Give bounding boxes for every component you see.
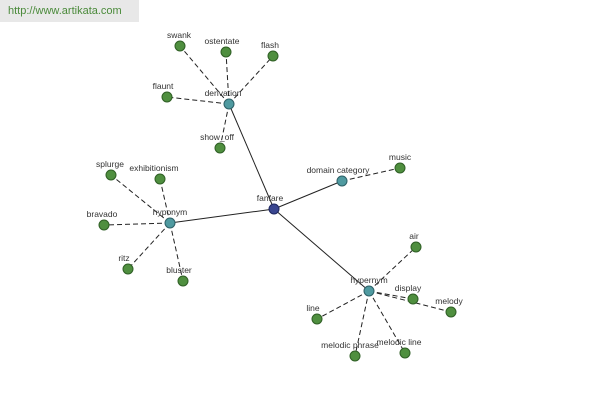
word-node-line[interactable] xyxy=(311,313,323,325)
word-node-melodic-phrase[interactable] xyxy=(349,350,361,362)
edge-fanfare-hyponym xyxy=(169,208,275,224)
word-node-melody[interactable] xyxy=(445,306,457,318)
edge-derivation-flaunt xyxy=(166,96,230,105)
word-label-show-off: show_off xyxy=(200,132,235,142)
word-node-air[interactable] xyxy=(410,241,422,253)
relation-label-domain-category: domain category xyxy=(307,165,371,175)
word-label-air: air xyxy=(409,231,419,241)
word-node-swank[interactable] xyxy=(174,40,186,52)
edge-hypernym-line xyxy=(316,290,370,320)
relation-node-domain-category[interactable] xyxy=(336,175,348,187)
edge-hypernym-melodic-line xyxy=(368,290,406,354)
word-label-line: line xyxy=(306,303,320,313)
graph-nodes xyxy=(98,40,457,362)
root-node[interactable] xyxy=(268,203,280,215)
word-node-flaunt[interactable] xyxy=(161,91,173,103)
word-label-flash: flash xyxy=(261,40,279,50)
word-node-flash[interactable] xyxy=(267,50,279,62)
relation-label-hypernym: hypernym xyxy=(350,275,387,285)
edge-derivation-ostentate xyxy=(225,51,230,105)
relation-label-derivation: derivation xyxy=(205,88,242,98)
word-node-show-off[interactable] xyxy=(214,142,226,154)
word-label-bravado: bravado xyxy=(87,209,118,219)
edge-hyponym-bluster xyxy=(169,222,184,282)
word-label-bluster: bluster xyxy=(166,265,192,275)
edge-derivation-flash xyxy=(228,55,274,105)
edge-fanfare-derivation xyxy=(228,103,275,210)
root-label: fanfare xyxy=(257,193,284,203)
edge-hyponym-ritz xyxy=(127,222,171,270)
word-node-exhibitionism[interactable] xyxy=(154,173,166,185)
word-label-swank: swank xyxy=(167,30,192,40)
edge-fanfare-domain-category xyxy=(273,180,343,210)
edge-fanfare-hypernym xyxy=(273,208,370,292)
relation-node-hyponym[interactable] xyxy=(164,217,176,229)
relation-node-hypernym[interactable] xyxy=(363,285,375,297)
word-node-melodic-line[interactable] xyxy=(399,347,411,359)
edge-hyponym-bravado xyxy=(103,222,171,226)
word-node-splurge[interactable] xyxy=(105,169,117,181)
word-label-melodic-phrase: melodic phrase xyxy=(321,340,379,350)
relation-node-derivation[interactable] xyxy=(223,98,235,110)
edge-hyponym-splurge xyxy=(110,174,171,224)
word-node-ostentate[interactable] xyxy=(220,46,232,58)
word-node-music[interactable] xyxy=(394,162,406,174)
graph-labels: derivation swank ostentate flash flaunt show_… xyxy=(87,30,464,350)
word-label-flaunt: flaunt xyxy=(153,81,174,91)
edge-hypernym-melodic-phrase xyxy=(354,290,370,357)
word-node-display[interactable] xyxy=(407,293,419,305)
edge-derivation-swank xyxy=(179,45,230,105)
word-node-bravado[interactable] xyxy=(98,219,110,231)
edge-domain-category-music xyxy=(341,167,401,182)
word-label-splurge: splurge xyxy=(96,159,124,169)
word-label-music: music xyxy=(389,152,412,162)
edge-hypernym-air xyxy=(368,246,417,292)
relation-label-hyponym: hyponym xyxy=(153,207,188,217)
word-label-ostentate: ostentate xyxy=(205,36,240,46)
word-node-ritz[interactable] xyxy=(122,263,134,275)
word-label-melodic-line: melodic line xyxy=(377,337,422,347)
source-url[interactable]: http://www.artikata.com xyxy=(0,0,139,22)
word-node-bluster[interactable] xyxy=(177,275,189,287)
word-label-exhibitionism: exhibitionism xyxy=(129,163,178,173)
word-label-display: display xyxy=(395,283,422,293)
word-label-ritz: ritz xyxy=(118,253,129,263)
word-label-melody: melody xyxy=(435,296,463,306)
